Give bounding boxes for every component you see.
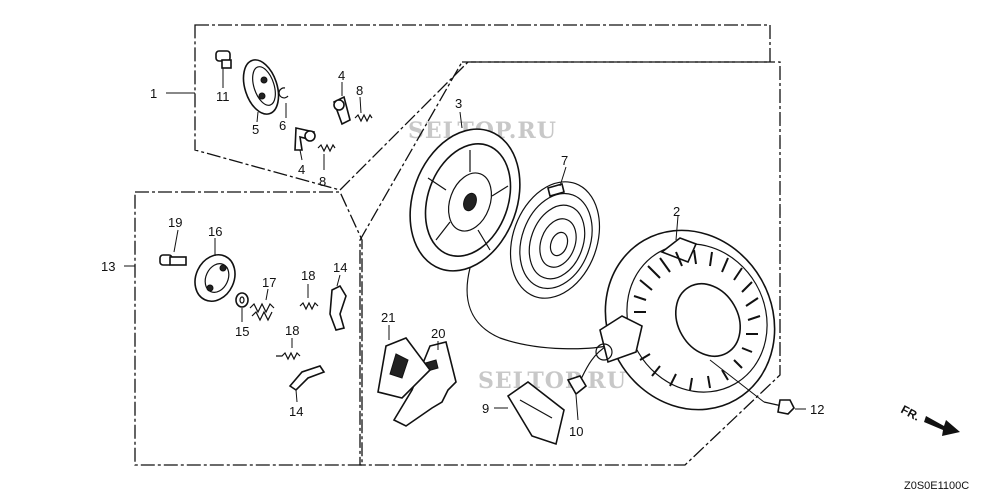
front-label: FR. (899, 402, 923, 423)
leader-10 (575, 394, 579, 421)
callout-7: 7 (561, 153, 568, 168)
spring-part-8-upper (354, 113, 373, 123)
leader-19 (173, 229, 179, 253)
leader-14-upper (336, 274, 341, 287)
spring-part-8-lower (317, 143, 336, 153)
callout-3: 3 (455, 96, 462, 111)
ratchet-part-4-upper (333, 95, 351, 126)
callout-14-lower: 14 (289, 404, 303, 419)
callout-17: 17 (262, 275, 276, 290)
ratchet-part-14-lower (288, 365, 326, 392)
leader-7 (559, 166, 567, 187)
callout-9: 9 (482, 401, 489, 416)
leader-3 (459, 111, 463, 129)
callout-6: 6 (279, 118, 286, 133)
callout-18-upper: 18 (301, 268, 315, 283)
ratchet-plate-part-5 (242, 59, 280, 115)
diagram-code: Z0S0E1100C (904, 480, 969, 492)
callout-20: 20 (431, 326, 445, 341)
bolt-part-19 (159, 254, 187, 266)
callout-21: 21 (381, 310, 395, 325)
bolt-part-11 (215, 50, 232, 69)
callout-1: 1 (150, 86, 157, 101)
washer-part-15 (235, 292, 249, 308)
spring-part-17 (249, 302, 275, 322)
ratchet-plate-part-16 (194, 254, 236, 302)
front-arrow-icon (924, 416, 960, 436)
callout-5: 5 (252, 122, 259, 137)
alt-ratchet-assembly-frame (134, 191, 363, 466)
leader-17 (265, 288, 269, 301)
starter-rope (466, 267, 613, 350)
watermark-lower: SELTOP.RU (478, 368, 627, 394)
rope-guide-part-10 (566, 343, 613, 396)
callout-4-lower: 4 (298, 162, 305, 177)
spring-part-18-upper (299, 301, 319, 311)
starter-case-part-2 (599, 229, 776, 411)
spring-part-18-lower (276, 351, 301, 361)
flange-bolt-part-12 (763, 399, 795, 415)
callout-14-upper: 14 (333, 260, 347, 275)
callout-10: 10 (569, 424, 583, 439)
callout-13: 13 (101, 259, 115, 274)
reel-part-3 (409, 128, 521, 272)
callout-4-upper: 4 (338, 68, 345, 83)
starter-grip-part-20 (392, 341, 457, 427)
leader-14-lower (295, 389, 298, 403)
leader-4-lower (299, 149, 303, 161)
leader-2 (675, 215, 679, 241)
callout-8-upper: 8 (356, 83, 363, 98)
ratchet-part-4-lower (294, 127, 316, 151)
main-assembly-frame (359, 61, 781, 466)
callout-16: 16 (208, 224, 222, 239)
callout-12: 12 (810, 402, 824, 417)
callout-18-lower: 18 (285, 323, 299, 338)
callout-2: 2 (673, 204, 680, 219)
leader-8-upper (359, 96, 362, 114)
leader-5 (256, 111, 259, 123)
spiral-spring-part-7 (509, 181, 601, 299)
circlip-part-6 (278, 87, 289, 99)
callout-15: 15 (235, 324, 249, 339)
callout-8-lower: 8 (319, 174, 326, 189)
grip-insert-part-9 (506, 381, 565, 446)
callout-19: 19 (168, 215, 182, 230)
starter-grip-part-21 (377, 337, 432, 399)
callout-11: 11 (216, 89, 230, 104)
front-direction-indicator: FR. (899, 402, 960, 436)
ratchet-part-14-upper (329, 284, 347, 331)
leader-12-case (709, 359, 765, 403)
